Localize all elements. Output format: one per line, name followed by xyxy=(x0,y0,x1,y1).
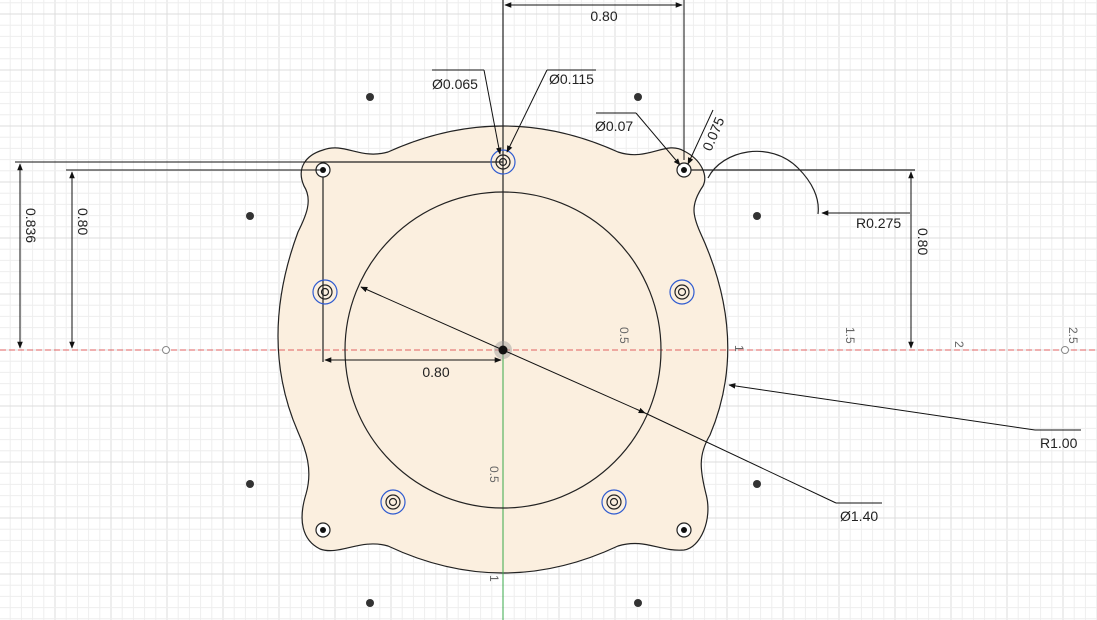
bolt-hole-bottom-left[interactable] xyxy=(380,489,406,515)
outer-radius-leader-angled xyxy=(728,383,1036,431)
axis-label-y-0.5: 0.5 xyxy=(487,466,501,483)
inner-diameter-label[interactable]: Ø1.40 xyxy=(840,508,878,524)
hole-dia-small-label[interactable]: Ø0.065 xyxy=(432,76,478,92)
bolt-hole-bottom-right[interactable] xyxy=(601,489,627,515)
left-height-inner-label[interactable]: 0.80 xyxy=(75,208,91,235)
hole-dia-large-leader-angled xyxy=(506,69,548,153)
sketch-point[interactable] xyxy=(634,599,642,607)
right-height-label[interactable]: 0.80 xyxy=(915,228,931,255)
bolt-hole-right[interactable] xyxy=(669,279,695,305)
outer-radius-label[interactable]: R1.00 xyxy=(1040,435,1078,451)
axis-label-x-2.5: 2.5 xyxy=(1066,327,1080,344)
inner-diameter-dimension-line[interactable] xyxy=(360,286,646,414)
sketch-point[interactable] xyxy=(366,93,374,101)
corner-hole-bottom-left[interactable] xyxy=(315,522,331,538)
axis-label-y-1: 1 xyxy=(487,575,501,582)
corner-hole-bottom-right[interactable] xyxy=(676,522,692,538)
top-width-label[interactable]: 0.80 xyxy=(590,8,617,24)
bolt-hole-top[interactable] xyxy=(490,149,516,175)
hole-dia-large-label[interactable]: Ø0.115 xyxy=(549,71,594,87)
axis-label-x-0.5: 0.5 xyxy=(617,327,631,344)
axis-end-point-left[interactable] xyxy=(162,346,170,354)
hole-dia-007-leader-angled xyxy=(635,112,681,166)
sketch-point[interactable] xyxy=(753,480,761,488)
corner-arc[interactable] xyxy=(707,150,819,215)
hole-dia-small-leader-angled xyxy=(483,69,502,155)
offset-0075-leader xyxy=(687,109,714,165)
axis-label-x-2: 2 xyxy=(952,341,966,348)
sketch-point[interactable] xyxy=(246,480,254,488)
offset-0075-label[interactable]: 0.075 xyxy=(699,114,728,153)
bolt-hole-left[interactable] xyxy=(312,279,338,305)
bottom-width-label[interactable]: 0.80 xyxy=(422,364,449,380)
sketch-point[interactable] xyxy=(634,93,642,101)
sketch-point[interactable] xyxy=(753,212,761,220)
axis-end-point-right[interactable] xyxy=(1061,346,1069,354)
axis-label-x-1.5: 1.5 xyxy=(843,327,857,344)
radius-corner-label[interactable]: R0.275 xyxy=(856,215,901,231)
corner-hole-top-right[interactable] xyxy=(676,162,692,178)
sketch-point[interactable] xyxy=(366,599,374,607)
sketch-point[interactable] xyxy=(246,212,254,220)
inner-diameter-leader xyxy=(644,412,837,504)
hole-dia-007-label[interactable]: Ø0.07 xyxy=(595,118,633,134)
left-height-outer-label[interactable]: 0.836 xyxy=(23,208,39,243)
axis-label-x-1: 1 xyxy=(732,345,746,352)
